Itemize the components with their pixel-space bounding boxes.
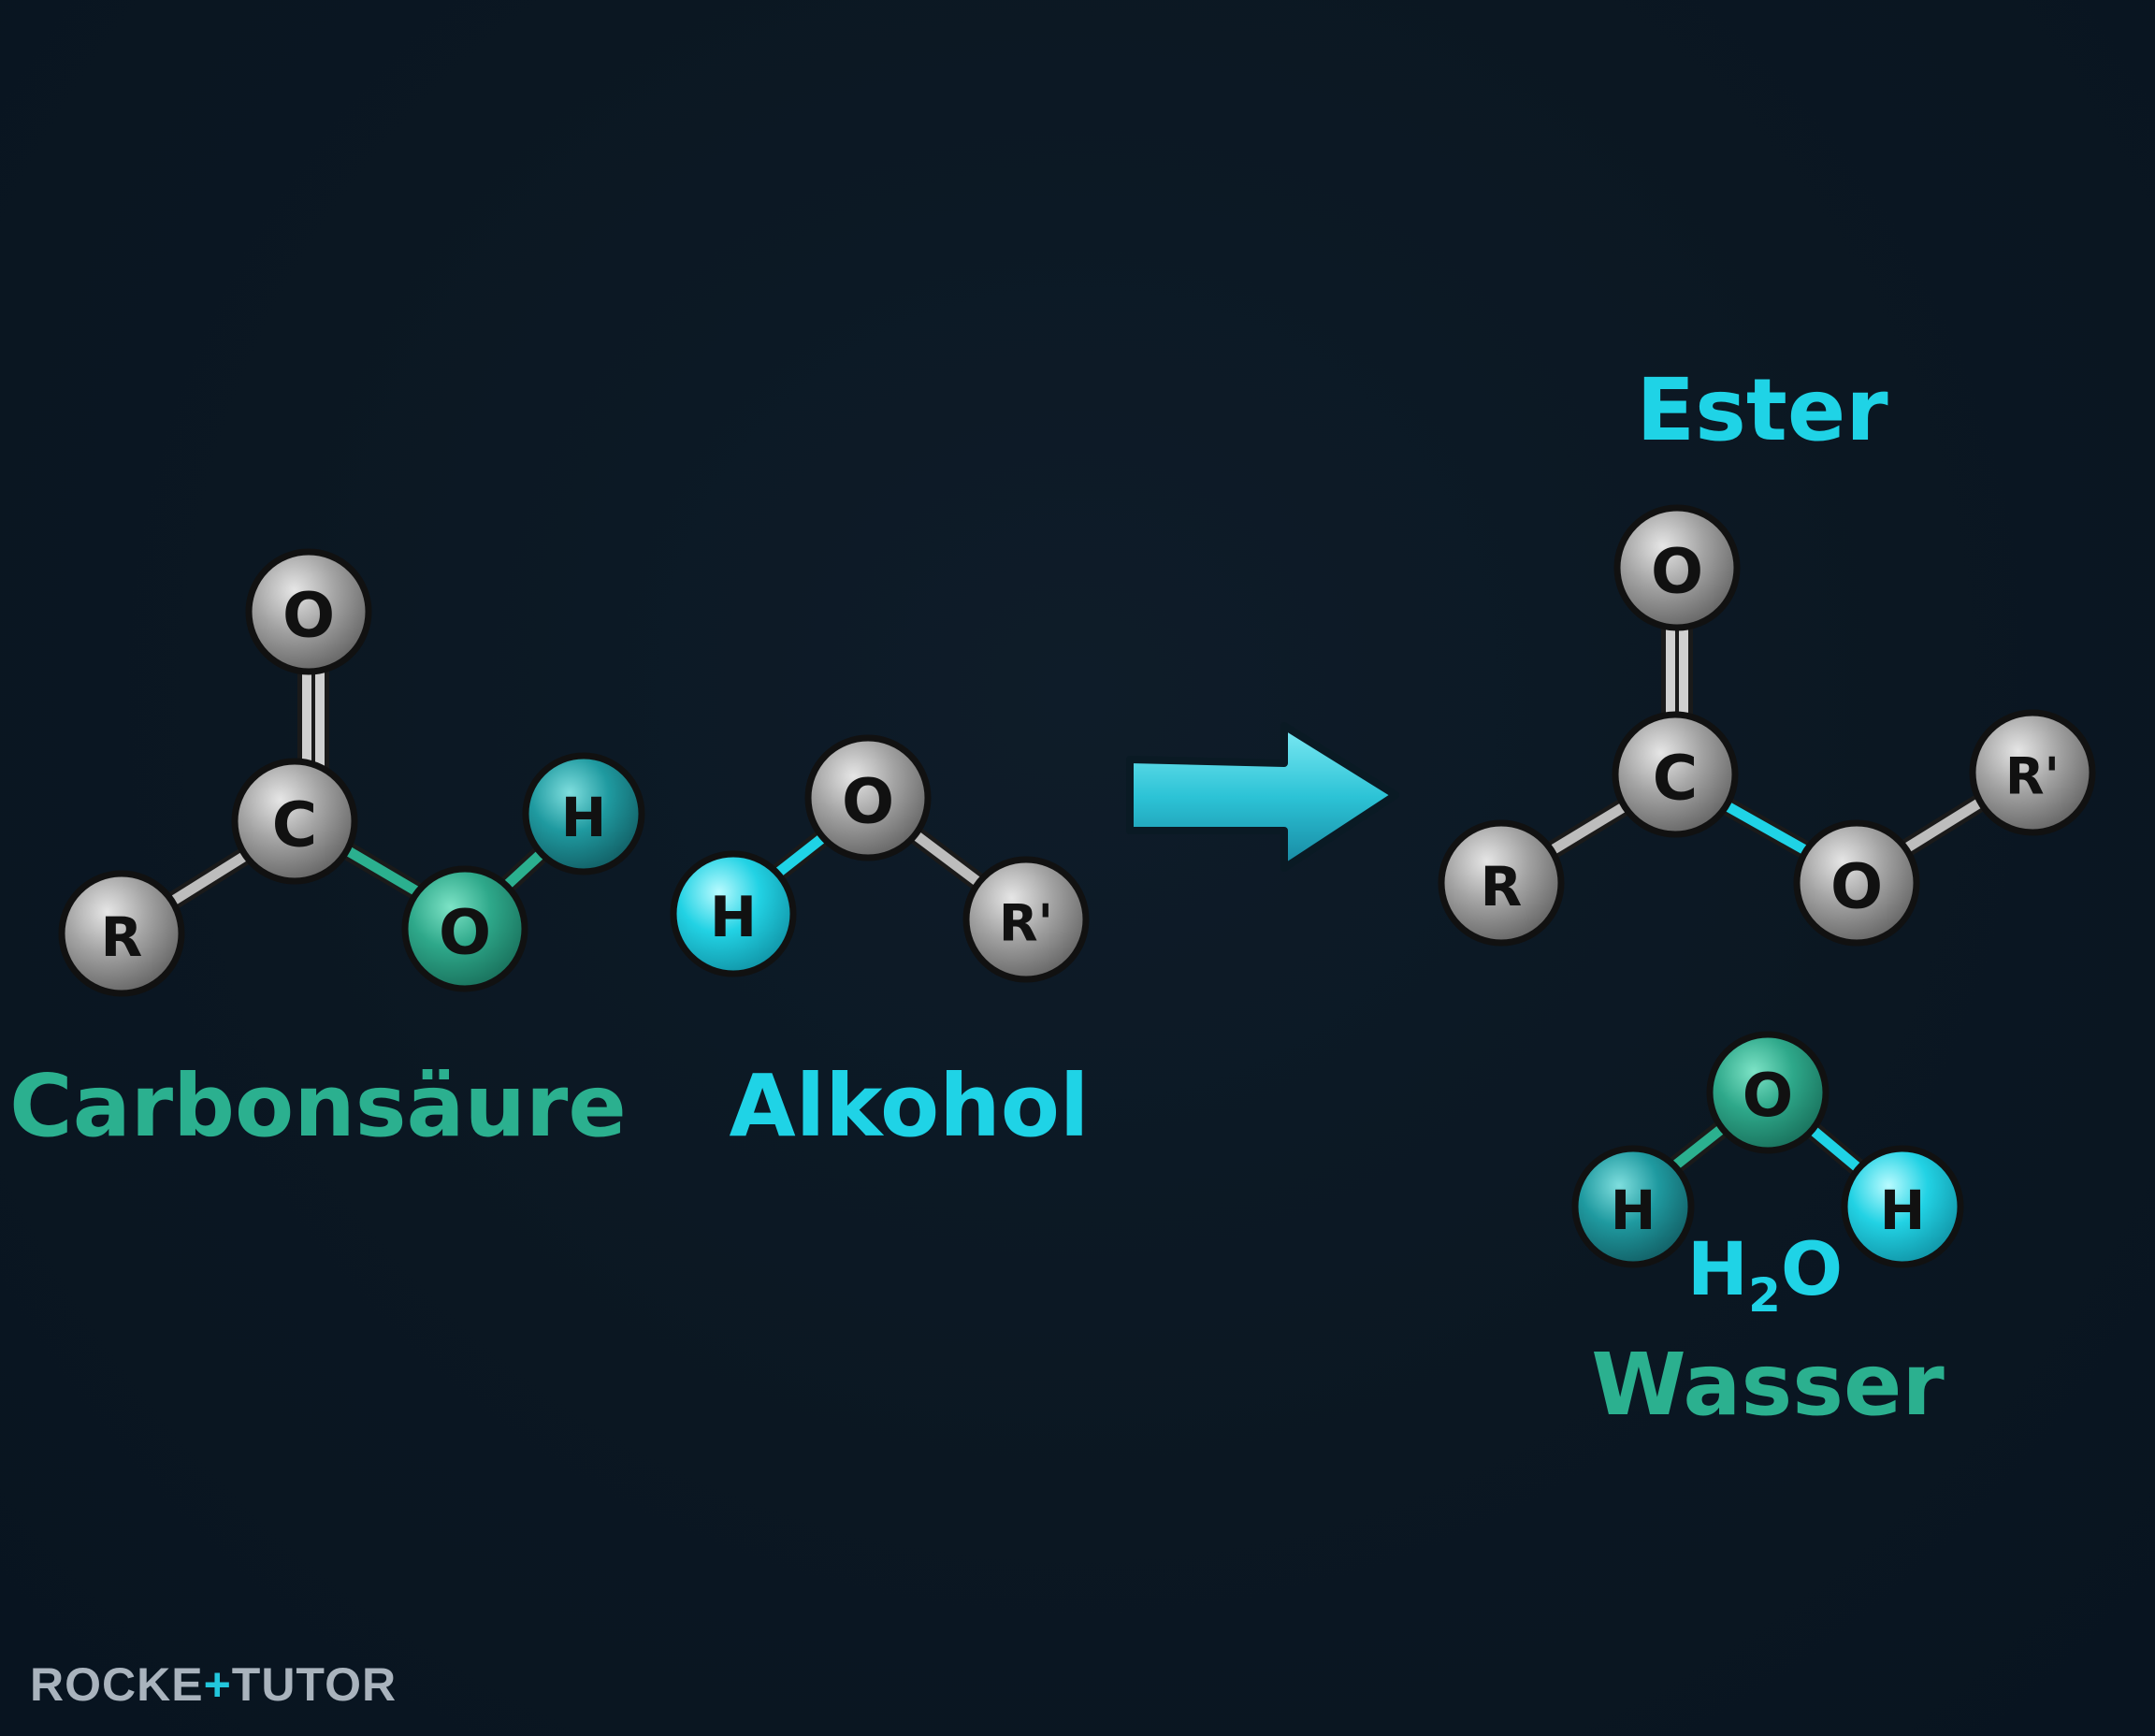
hydroxyl-hydrogen-atom: H <box>522 752 645 875</box>
svg-text:H: H <box>1611 1179 1656 1242</box>
water-hydrogen-left-atom: H <box>1571 1145 1695 1268</box>
svg-text:O: O <box>1830 851 1883 923</box>
water-formula: H2O <box>1687 1228 1843 1323</box>
alcohol-r-prime-atom: R' <box>962 856 1090 983</box>
svg-text:C: C <box>272 789 317 861</box>
oxygen-atom: O <box>245 548 372 675</box>
r-group-atom: R <box>58 870 185 997</box>
alcohol-label: Alkohol <box>730 1056 1090 1156</box>
svg-text:R: R <box>1481 855 1523 919</box>
svg-text:H: H <box>710 885 757 950</box>
svg-text:O: O <box>842 766 894 838</box>
carboxylic-acid-label: Carbonsäure <box>9 1056 627 1156</box>
ester-label: Ester <box>1636 360 1888 460</box>
svg-text:R: R <box>101 905 143 969</box>
ester-oxygen-atom: O <box>1793 819 1920 947</box>
hydroxyl-oxygen-atom: O <box>401 865 528 992</box>
svg-text:O: O <box>1651 536 1703 608</box>
svg-text:O: O <box>1743 1062 1793 1131</box>
svg-text:R': R' <box>2005 747 2060 806</box>
ester-r-prime-atom: R' <box>1969 709 2096 836</box>
water-hydrogen-right-atom: H <box>1841 1145 1964 1268</box>
reaction-arrow-icon <box>1126 722 1399 872</box>
water-molecule: O H H H2O Wasser <box>1571 1031 1964 1435</box>
water-oxygen-atom: O <box>1706 1031 1830 1154</box>
alcohol-molecule: O H R' Alkohol <box>670 734 1090 1156</box>
water-label: Wasser <box>1591 1335 1945 1435</box>
svg-text:R': R' <box>999 894 1053 953</box>
svg-text:C: C <box>1653 743 1698 815</box>
ester-carbon-atom: C <box>1612 711 1739 838</box>
ester-oxygen-top-atom: O <box>1613 504 1741 631</box>
carboxylic-acid-molecule: O C R O H Carbonsäure <box>9 548 645 1156</box>
rocketutor-logo: ROCKE+TUTOR <box>30 1658 398 1711</box>
alcohol-hydrogen-atom: H <box>670 850 797 977</box>
svg-text:O: O <box>439 897 491 969</box>
svg-text:O: O <box>282 580 335 652</box>
ester-r-group-atom: R <box>1438 819 1565 947</box>
carbon-atom: C <box>231 758 358 885</box>
alcohol-oxygen-atom: O <box>804 734 932 861</box>
svg-text:H: H <box>1880 1179 1926 1242</box>
svg-text:H: H <box>561 786 607 849</box>
ester-molecule: Ester O C R O R' <box>1438 360 2096 947</box>
double-bond <box>297 655 329 776</box>
